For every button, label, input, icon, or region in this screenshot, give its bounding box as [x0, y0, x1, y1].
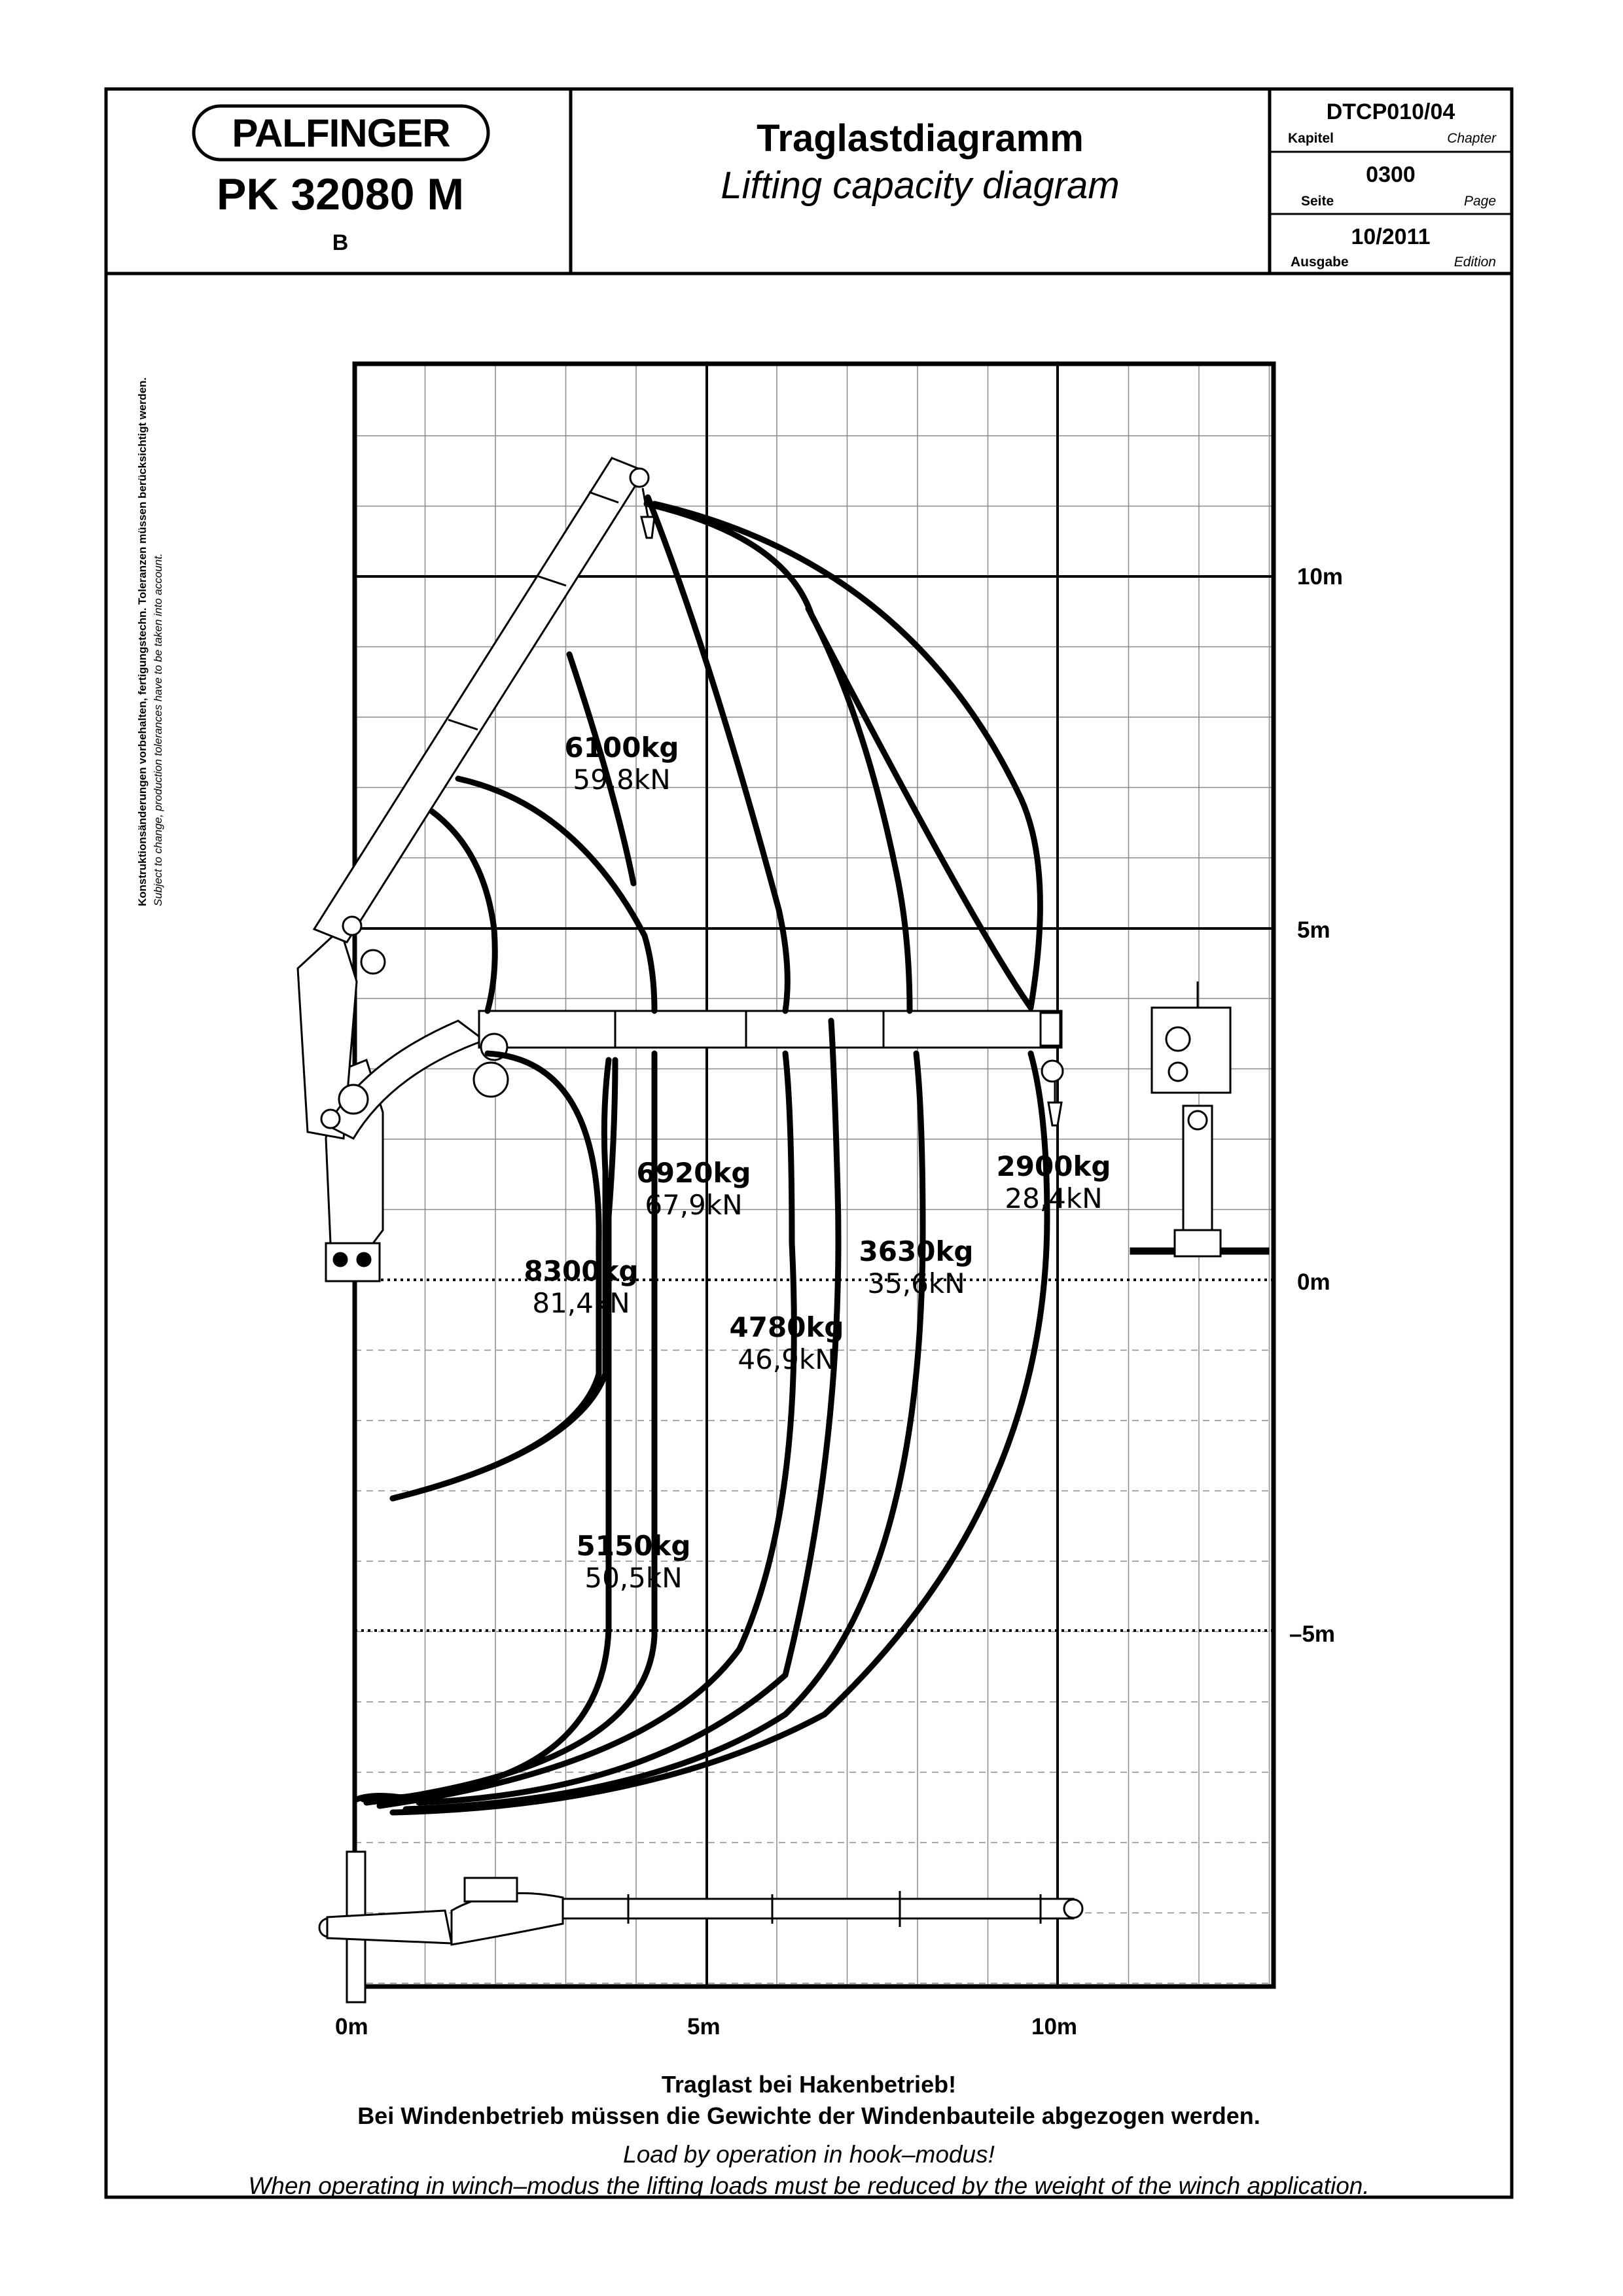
svg-text:PALFINGER: PALFINGER — [232, 111, 450, 155]
note-de-line1: Traglast bei Hakenbetrieb! — [661, 2071, 957, 2098]
load-label-3630: 3630kg 35,6kN — [818, 1235, 1014, 1299]
load-kn: 35,6kN — [867, 1267, 965, 1299]
page-label-de: Seite — [1301, 194, 1334, 209]
y-label-minus-5m: –5m — [1289, 1621, 1336, 1647]
load-kn: 46,9kN — [738, 1343, 836, 1375]
load-curve — [389, 1050, 602, 1502]
load-curve — [416, 1017, 842, 1806]
load-curve — [389, 1050, 1050, 1816]
load-curve — [429, 808, 498, 1014]
crane-side-view — [296, 457, 1064, 1282]
crane-top-view — [318, 1850, 1084, 2004]
x-label-5m: 5m — [687, 2014, 721, 2040]
load-kn: 28,4kN — [1005, 1182, 1103, 1214]
load-label-6100: 6100kg 59,8kN — [524, 732, 720, 796]
load-curve — [455, 775, 658, 1014]
load-kg: 4780kg — [729, 1311, 844, 1343]
load-kg: 2900kg — [996, 1150, 1111, 1182]
y-label-0m: 0m — [1297, 1269, 1330, 1295]
diagram-grid — [352, 361, 1276, 1989]
note-en-line1: Load by operation in hook–modus! — [623, 2141, 995, 2168]
page-value: 0300 — [1366, 162, 1416, 187]
load-kn: 50,5kN — [584, 1562, 683, 1594]
load-kg: 8300kg — [524, 1255, 639, 1287]
page-label-en: Page — [1463, 194, 1496, 209]
load-curve — [645, 494, 791, 1014]
load-label-8300: 8300kg 81,4kN — [483, 1255, 679, 1319]
load-kg: 5150kg — [576, 1530, 691, 1562]
y-label-5m: 5m — [1297, 917, 1330, 943]
edition-label-en: Edition — [1454, 255, 1496, 270]
edition-value: 10/2011 — [1351, 224, 1431, 249]
note-en-line2: When operating in winch–modus the liftin… — [248, 2172, 1370, 2199]
load-curves — [353, 494, 1050, 1816]
load-curve — [402, 1050, 926, 1812]
load-curve — [353, 1792, 409, 1803]
load-label-4780: 4780kg 46,9kN — [688, 1311, 885, 1375]
load-kg: 6100kg — [564, 732, 679, 764]
palfinger-logo: PALFINGER — [191, 103, 491, 162]
load-kg: 3630kg — [859, 1235, 974, 1267]
note-de-line2: Bei Windenbetrieb müssen die Gewichte de… — [357, 2102, 1260, 2129]
model-name: PK 32080 M — [217, 169, 464, 219]
load-label-2900: 2900kg 28,4kN — [955, 1150, 1152, 1214]
load-kn: 67,9kN — [645, 1189, 743, 1221]
load-curve — [360, 1057, 618, 1803]
load-curve — [643, 501, 1034, 1011]
x-label-10m: 10m — [1031, 2014, 1078, 2040]
diagram-title-en: Lifting capacity diagram — [721, 164, 1120, 207]
load-kn: 59,8kN — [573, 764, 671, 796]
load-label-6920: 6920kg 67,9kN — [596, 1157, 792, 1221]
load-kg: 6920kg — [636, 1157, 751, 1189]
load-curve — [805, 605, 913, 1014]
load-kn: 81,4kN — [532, 1287, 630, 1319]
y-label-10m: 10m — [1297, 564, 1344, 590]
diagram-title-de: Traglastdiagramm — [757, 117, 1084, 160]
load-curve — [363, 1050, 658, 1806]
load-curve — [651, 501, 1043, 1011]
revision-letter: B — [332, 230, 349, 255]
chapter-label-en: Chapter — [1447, 131, 1496, 146]
chapter-value: DTCP010/04 — [1326, 99, 1455, 124]
x-label-0m: 0m — [335, 2014, 368, 2040]
load-label-5150: 5150kg 50,5kN — [535, 1530, 732, 1594]
chapter-label-de: Kapitel — [1288, 131, 1334, 146]
edition-label-de: Ausgabe — [1291, 255, 1349, 270]
load-curve — [566, 651, 637, 887]
load-curve — [376, 1050, 797, 1809]
crane-front-view — [1130, 981, 1270, 1258]
